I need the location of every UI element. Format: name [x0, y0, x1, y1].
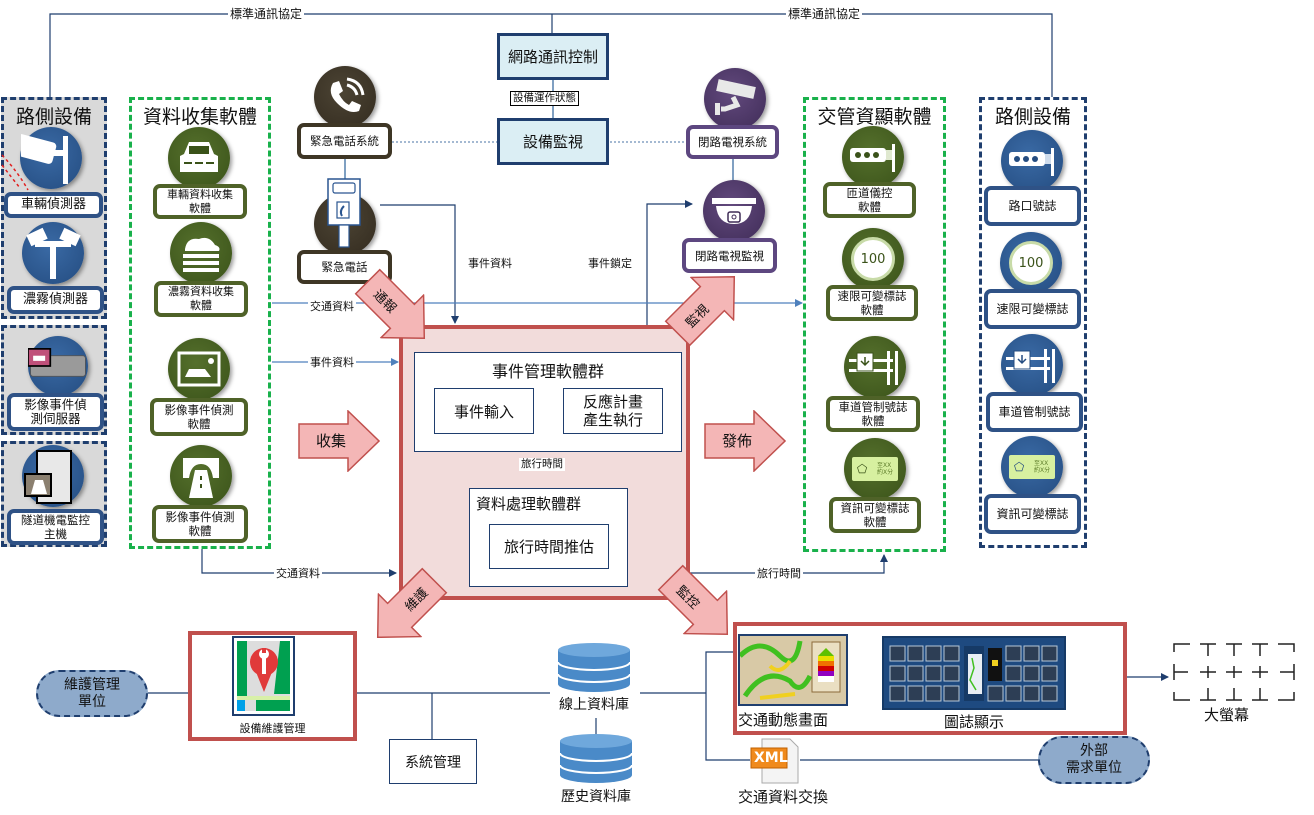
equipment-maintenance-label: 設備維護管理 — [239, 722, 306, 735]
cms-sign-label[interactable]: 資訊可變標誌 — [984, 494, 1081, 534]
travel-time-label-inner: 旅行時間 — [519, 458, 565, 471]
speed-limit-sign-icon: 100 — [1000, 232, 1062, 294]
external-unit-oval[interactable]: 外部需求單位 — [1038, 736, 1150, 784]
big-screen-label: 大螢幕 — [1204, 706, 1250, 724]
video-server-label[interactable]: 影像事件偵測伺服器 — [7, 393, 104, 431]
lane-signal-label[interactable]: 車道管制號誌 — [986, 392, 1083, 432]
response-plan-box[interactable]: 反應計畫產生執行 — [563, 388, 663, 434]
network-control-box[interactable]: 網路通訊控制 — [497, 33, 609, 80]
tunnel-host-icon — [22, 445, 84, 507]
fog-cloud-icon — [170, 222, 232, 284]
event-lock-label: 事件鎖定 — [586, 257, 634, 270]
history-database-icon[interactable] — [558, 733, 634, 783]
emergency-phone-label[interactable]: 緊急電話 — [297, 250, 392, 284]
vehicle-collection-label[interactable]: 車輛資料收集軟體 — [153, 184, 247, 219]
tunnel-road-icon — [170, 445, 232, 507]
watch-arrow: 監視 — [655, 254, 757, 356]
maintenance-unit-oval[interactable]: 維護管理單位 — [36, 670, 148, 717]
fog-collection-label[interactable]: 濃霧資料收集軟體 — [154, 281, 248, 317]
lane-control-icon — [844, 336, 906, 398]
speed-limit-sign-label[interactable]: 速限可變標誌 — [984, 289, 1081, 329]
publish-arrow: 發佈 — [704, 410, 786, 472]
cctv-camera-icon — [704, 68, 766, 130]
control-arrow: 監控 — [648, 555, 750, 657]
emergency-phone-system-label[interactable]: 緊急電話系統 — [297, 123, 392, 159]
collect-arrow: 收集 — [298, 410, 380, 472]
left-roadside-title: 路側設備 — [15, 106, 92, 128]
fog-detector-label[interactable]: 濃霧偵測器 — [7, 286, 104, 314]
video-server-icon — [28, 336, 88, 396]
xml-file-icon[interactable]: XML — [750, 738, 800, 784]
traffic-map-thumbnail[interactable] — [738, 634, 848, 706]
traffic-data-label-top: 交通資料 — [308, 300, 356, 313]
right-roadside-title: 路側設備 — [994, 106, 1071, 128]
cms-software-label[interactable]: 資訊可變標誌軟體 — [829, 497, 921, 533]
traffic-screen-label: 交通動態畫面 — [738, 711, 829, 729]
event-management-title: 事件管理軟體群 — [491, 362, 604, 381]
ramp-meter-label[interactable]: 匝道儀控軟體 — [823, 182, 916, 218]
lane-signal-icon — [1001, 334, 1063, 396]
cctv-system-label[interactable]: 閉路電視系統 — [686, 125, 779, 159]
travel-time-label-right: 旅行時間 — [755, 567, 803, 580]
data-processing-title: 資料處理軟體群 — [476, 495, 582, 513]
big-screen-icon[interactable] — [1172, 642, 1296, 702]
ramp-meter-icon — [842, 126, 904, 188]
travel-time-estimate-box[interactable]: 旅行時間推估 — [489, 524, 609, 569]
radar-wave-icon — [1, 154, 29, 191]
device-status-label: 設備運作狀態 — [510, 91, 579, 106]
phone-icon — [314, 66, 376, 128]
intersection-signal-icon — [1001, 130, 1063, 192]
data-exchange-label: 交通資料交換 — [738, 788, 829, 806]
fog-detector-icon — [22, 222, 84, 284]
maintain-arrow: 維護 — [355, 558, 457, 660]
system-management-box[interactable]: 系統管理 — [389, 739, 477, 784]
tunnel-host-label[interactable]: 隧道機電監控主機 — [7, 509, 104, 545]
maintenance-map-icon — [232, 636, 295, 716]
history-database-label: 歷史資料庫 — [561, 789, 631, 805]
graphic-display-label: 圖誌顯示 — [943, 713, 1004, 731]
dome-camera-icon — [703, 180, 765, 242]
vehicle-detector-label[interactable]: 車輛偵測器 — [4, 192, 103, 218]
online-database-label: 線上資料庫 — [559, 697, 629, 713]
graphic-display-thumbnail[interactable] — [882, 636, 1066, 710]
speed-limit-icon: 100 — [842, 228, 904, 290]
video-detect-label-1[interactable]: 影像事件偵測軟體 — [150, 398, 248, 436]
protocol-label-left: 標準通訊協定 — [228, 7, 305, 21]
image-car-icon — [168, 338, 230, 400]
car-icon — [168, 127, 230, 189]
video-detect-label-2[interactable]: 影像事件偵測軟體 — [152, 505, 248, 543]
intersection-signal-label[interactable]: 路口號誌 — [984, 186, 1081, 226]
display-software-title: 交管資顯軟體 — [817, 106, 932, 128]
report-arrow: 通報 — [345, 259, 447, 361]
speed-limit-label[interactable]: 速限可變標誌軟體 — [826, 285, 918, 321]
event-data-label-left: 事件資料 — [308, 356, 356, 369]
lane-control-label[interactable]: 車道管制號誌軟體 — [826, 396, 920, 432]
event-data-label-top: 事件資料 — [466, 257, 514, 270]
event-input-box[interactable]: 事件輸入 — [434, 388, 534, 434]
protocol-label-right: 標準通訊協定 — [786, 7, 863, 21]
device-monitor-box[interactable]: 設備監視 — [497, 118, 609, 165]
emergency-phone-box-icon — [327, 178, 361, 248]
traffic-data-label-bottom: 交通資料 — [274, 567, 322, 580]
collection-software-title: 資料收集軟體 — [142, 106, 257, 128]
online-database-icon[interactable] — [556, 642, 632, 692]
cctv-monitor-label[interactable]: 閉路電視監視 — [682, 238, 777, 273]
vehicle-detector-icon — [20, 127, 82, 189]
